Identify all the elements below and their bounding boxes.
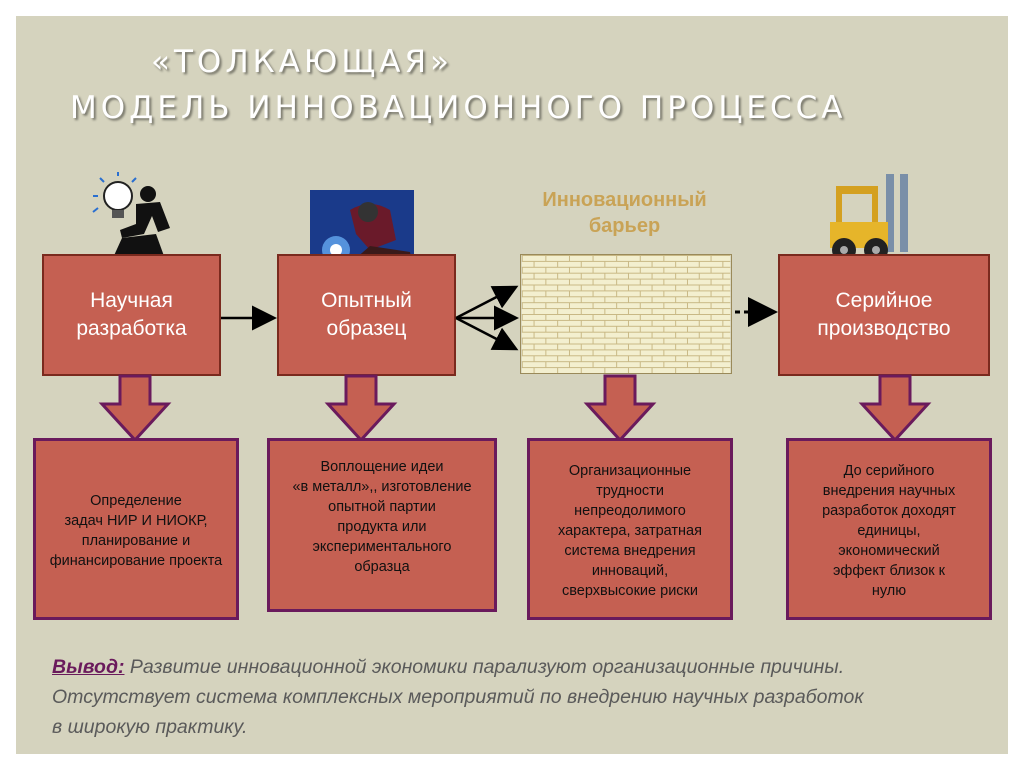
- slide-background: [16, 16, 1008, 754]
- barrier-label-line2: барьер: [588, 215, 661, 237]
- description-line: эффект близок к: [833, 563, 945, 579]
- description-line: задач НИР И НИОКР,: [64, 513, 208, 529]
- stage-label-line1: Научная: [90, 289, 173, 312]
- stage-label-line2: образец: [326, 317, 407, 340]
- stage-label-line2: производство: [817, 317, 951, 340]
- description-line: До серийного: [843, 463, 935, 479]
- title-line-1: «ТОЛКАЮЩАЯ»: [151, 44, 453, 80]
- arrow-fan-to-barrier: [455, 285, 519, 351]
- description-box-barrier: Организационные трудности непреодолимого…: [527, 438, 733, 620]
- description-line: опытной партии: [328, 499, 436, 515]
- down-arrows: [98, 374, 932, 443]
- description-box-research: Определение задач НИР И НИОКР, планирова…: [33, 438, 239, 620]
- description-line: внедрения научных: [822, 483, 956, 499]
- description-line: инноваций,: [591, 563, 669, 579]
- description-line: финансирование проекта: [49, 553, 223, 569]
- stage-box-production: Серийное производство: [778, 254, 990, 376]
- description-line: экспериментального: [312, 539, 452, 555]
- barrier-label-line1: Инновационный: [542, 189, 707, 211]
- description-box-prototype: Воплощение идеи «в металл»,, изготовлени…: [267, 438, 497, 612]
- brick-wall: [520, 254, 732, 374]
- description-line: единицы,: [857, 523, 921, 539]
- stage-box-prototype: Опытный образец: [277, 254, 456, 376]
- description-box-production: До серийного внедрения научных разработо…: [786, 438, 992, 620]
- stage-box-research: Научная разработка: [42, 254, 221, 376]
- description-line: «в металл»,, изготовление: [292, 479, 472, 495]
- conclusion-text: Вывод: Развитие инновационной экономики …: [52, 652, 1012, 742]
- conclusion-line-1: Развитие инновационной экономики парализ…: [124, 656, 845, 678]
- description-line: нулю: [871, 583, 907, 599]
- description-line: непреодолимого: [574, 503, 686, 519]
- description-line: разработок доходят: [822, 503, 956, 519]
- description-line: Организационные: [568, 463, 692, 479]
- stage-label-line1: Серийное: [835, 289, 933, 312]
- conclusion-label: Вывод:: [52, 656, 125, 678]
- stage-label-line1: Опытный: [321, 289, 412, 312]
- description-line: трудности: [596, 483, 664, 499]
- conclusion-line-3: в широкую практику.: [52, 716, 248, 738]
- description-line: планирование и: [81, 533, 191, 549]
- description-line: экономический: [838, 543, 940, 559]
- description-line: Определение: [90, 493, 182, 509]
- description-line: характера, затратная: [558, 523, 702, 539]
- conclusion-line-2: Отсутствует система комплексных мероприя…: [52, 686, 864, 708]
- description-line: система внедрения: [564, 543, 696, 559]
- description-line: образца: [354, 559, 410, 575]
- description-line: Воплощение идеи: [320, 459, 444, 475]
- description-line: продукта или: [337, 519, 427, 535]
- title-line-2: МОДЕЛЬ ИННОВАЦИОННОГО ПРОЦЕССА: [70, 90, 847, 126]
- scientist-lightbulb-icon: [92, 172, 170, 262]
- description-line: сверхвысокие риски: [561, 583, 698, 599]
- stage-label-line2: разработка: [76, 317, 187, 340]
- barrier-label: Инновационный барьер: [517, 187, 732, 239]
